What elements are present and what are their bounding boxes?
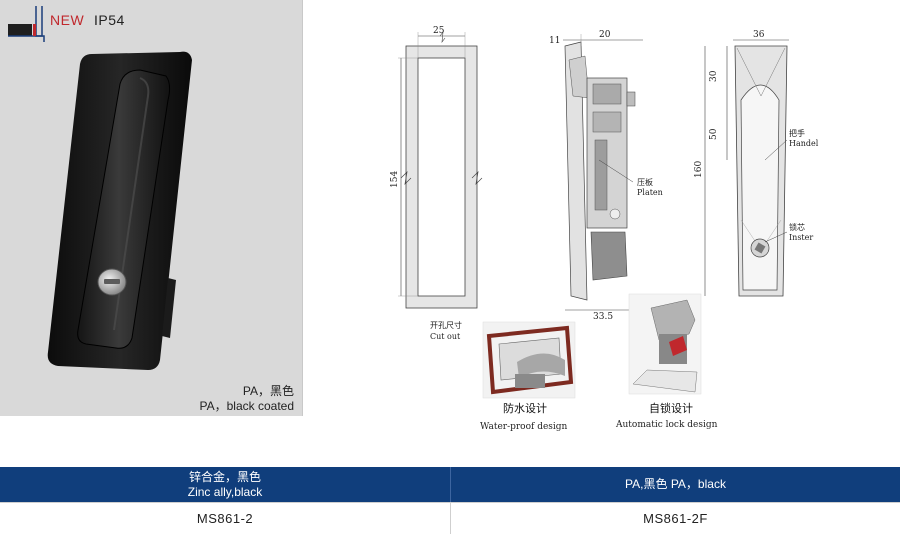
zinc-header-en: Zinc ally,black [187,485,263,499]
dim-side-front: 11 [549,36,560,46]
table-header-pa: PA,黑色 PA，black [451,467,900,502]
dim-front-total: 160 [694,161,704,178]
ip-rating-label: IP54 [94,12,125,28]
side-view: 11 20 33.5 压板 Platen [549,30,663,322]
front-view: 36 30 50 160 把手 Handel 锁芯 Inster [694,30,819,297]
cell-divider [450,502,451,534]
platen-label-en: Platen [637,188,663,197]
header-divider [450,467,451,502]
cutout-view: 25 154 开孔尺寸 Cut out [390,26,483,341]
autolock-detail: 自锁设计 Automatic lock design [615,293,718,430]
table-header-zinc: 锌合金，黑色 Zinc ally,black [0,467,450,502]
dim-front-top: 30 [709,70,719,82]
platen-label-cn: 压板 [637,177,653,187]
autolock-caption-cn: 自锁设计 [649,401,693,415]
handle-photo [47,51,192,371]
material-cn: PA，黑色 [242,384,294,398]
waterproof-caption-en: Water-proof design [480,422,568,432]
dim-front-mid: 50 [709,128,719,140]
model-table: 锌合金，黑色 Zinc ally,black PA,黑色 PA，black MS… [0,467,900,535]
cutout-label-cn: 开孔尺寸 [430,320,462,330]
handle-label-cn: 把手 [789,128,805,138]
model-cell-zinc: MS861-2 [0,502,450,535]
material-en: PA，black coated [199,399,295,413]
brand-mark-icon [8,6,45,42]
zinc-header-cn: 锌合金，黑色 [188,470,261,484]
autolock-caption-en: Automatic lock design [615,420,718,430]
dim-front-width: 36 [753,30,765,40]
waterproof-caption-cn: 防水设计 [503,401,547,415]
core-label-cn: 锁芯 [789,222,805,232]
product-photo-panel: NEW IP54 [0,0,302,416]
cutout-label-en: Cut out [430,332,461,341]
new-label: NEW [50,12,85,28]
model-cell-pa: MS861-2F [451,502,900,535]
technical-drawings: 25 154 开孔尺寸 Cut out 11 20 33.5 压板 Platen [390,26,819,432]
core-label-en: Inster [789,233,813,242]
waterproof-detail: 防水设计 Water-proof design [480,321,576,432]
dim-side-bottom: 33.5 [593,312,613,322]
dim-cutout-width: 25 [433,26,445,36]
dim-cutout-height: 154 [390,171,400,188]
panel-divider [302,0,303,416]
handle-label-en: Handel [789,139,819,148]
dim-side-depth: 20 [599,30,611,40]
